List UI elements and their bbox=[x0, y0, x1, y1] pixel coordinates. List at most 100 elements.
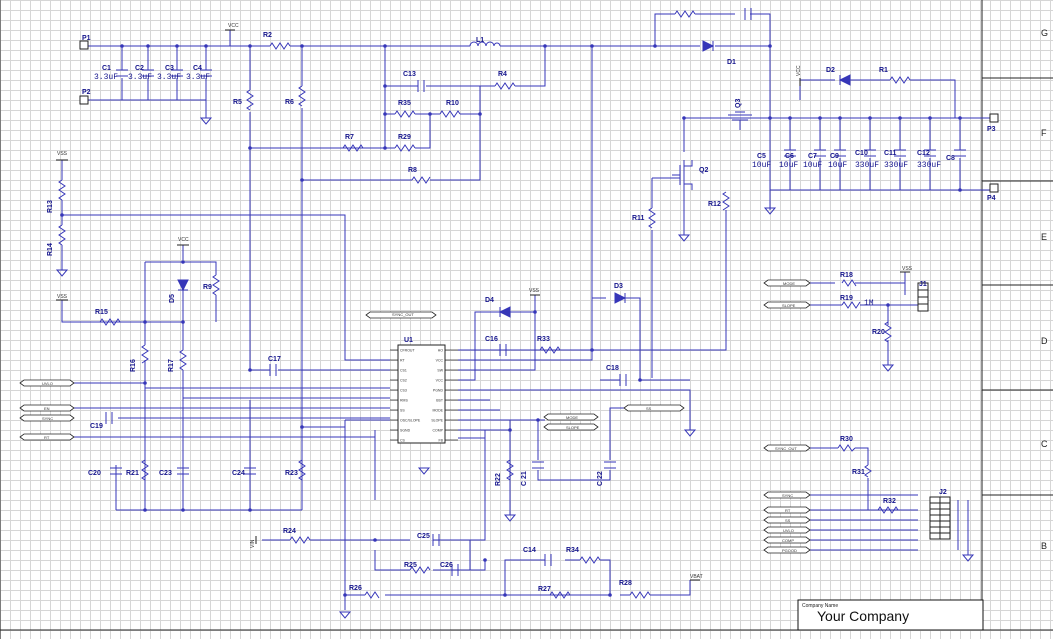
resistor-icon bbox=[364, 591, 380, 599]
diode-icon bbox=[498, 306, 511, 318]
transistor-symbols bbox=[672, 111, 752, 190]
net-label: SYNC bbox=[782, 493, 793, 498]
capacitor-icon bbox=[417, 80, 425, 92]
port-icon bbox=[79, 95, 89, 105]
resistor-label: R33 bbox=[537, 336, 550, 343]
ic-pin-name: COMP bbox=[433, 429, 444, 433]
net-flag-icon bbox=[763, 526, 811, 534]
ic-pin-name: SS bbox=[400, 409, 405, 413]
resistor-icon bbox=[889, 76, 911, 84]
net-flag-icon bbox=[763, 516, 811, 524]
resistor-label: R4 bbox=[498, 71, 507, 78]
power-label: VSS bbox=[57, 151, 68, 157]
connector-label: J2 bbox=[939, 489, 947, 496]
power-label: VSS bbox=[57, 294, 68, 300]
resistor-icon bbox=[648, 207, 656, 229]
resistor-label: R15 bbox=[95, 309, 108, 316]
cap-label: C26 bbox=[440, 562, 453, 569]
resistor-label: R35 bbox=[398, 100, 411, 107]
net-flag-icon bbox=[19, 433, 75, 441]
ic-pin-name: SLOPE bbox=[431, 419, 443, 423]
connector-pin-lines bbox=[918, 289, 950, 539]
resistor-icon bbox=[884, 321, 892, 343]
cap-label: C9 bbox=[830, 153, 839, 160]
zone-label: E bbox=[1041, 232, 1047, 242]
net-label: SYNC bbox=[42, 416, 53, 421]
resistor-label: R24 bbox=[283, 528, 296, 535]
power-labels: VSS VCC VCC VSS VSS VCC VSS VIN VBAT bbox=[57, 23, 913, 580]
net-flag-icon bbox=[763, 506, 811, 514]
ic-pin-name: FB bbox=[439, 439, 444, 443]
ground-icon bbox=[961, 554, 975, 562]
net-flag-icon bbox=[543, 423, 599, 431]
zone-label: F bbox=[1041, 128, 1047, 138]
resistor-label: R9 bbox=[203, 284, 212, 291]
capacitor-icon bbox=[834, 149, 846, 157]
cap-label: C12 bbox=[917, 150, 930, 157]
ic-pin-name: SW bbox=[437, 369, 443, 373]
net-flag-icon bbox=[365, 311, 437, 319]
ic-pin-name: SGND bbox=[400, 429, 411, 433]
net-labels: SYNC_OUT UVLO EN SYNC RT MODE SLOPE SS M… bbox=[42, 281, 797, 553]
resistor-label: R13 bbox=[47, 200, 54, 213]
diode-label: D5 bbox=[169, 294, 176, 303]
ground-icon bbox=[338, 611, 352, 619]
inductor-icon bbox=[469, 41, 501, 47]
diode-symbols bbox=[177, 40, 851, 318]
ic-pin-name: VCC bbox=[436, 359, 444, 363]
capacitor-icon bbox=[177, 467, 189, 475]
ground-icon bbox=[417, 467, 431, 475]
component-labels: P1 P2 P3 P4 C1 C2 C3 C4 3.3uF 3.3uF 3.3u… bbox=[47, 32, 996, 593]
resistor-label: R20 bbox=[872, 329, 885, 336]
power-label: VSS bbox=[529, 288, 540, 294]
resistor-icon bbox=[58, 224, 66, 246]
resistor-icon bbox=[342, 144, 364, 152]
ic-u1-body bbox=[397, 344, 446, 444]
resistor-icon bbox=[394, 110, 416, 118]
junction-dots bbox=[60, 44, 962, 597]
capacitor-icon bbox=[451, 564, 459, 576]
resistor-icon bbox=[549, 591, 571, 599]
capacitor-icon bbox=[110, 467, 122, 475]
net-flag-icon bbox=[763, 279, 811, 287]
net-label: SS bbox=[646, 406, 652, 411]
cap-label: C10 bbox=[855, 150, 868, 157]
resistor-label: R17 bbox=[168, 359, 175, 372]
net-label: RT bbox=[785, 508, 791, 513]
net-label: MODE bbox=[783, 281, 795, 286]
capacitor-icon bbox=[604, 461, 616, 469]
ground-icon bbox=[763, 207, 777, 215]
capacitor-icon bbox=[116, 69, 128, 77]
net-label: UVLO bbox=[42, 381, 53, 386]
ic-pin-name: RT bbox=[400, 359, 405, 363]
net-flag-icon bbox=[763, 536, 811, 544]
cap-label: C1 bbox=[102, 65, 111, 72]
resistor-icon bbox=[629, 591, 651, 599]
net-label: SYNC_OUT bbox=[392, 312, 414, 317]
net-label: RT bbox=[44, 435, 50, 440]
capacitor-icon bbox=[142, 69, 154, 77]
capacitor-icon bbox=[244, 467, 256, 475]
net-label: COMP bbox=[782, 538, 794, 543]
resistor-label: R32 bbox=[883, 498, 896, 505]
ic-pin-name: CFROUT bbox=[400, 349, 415, 353]
ic-label: U1 bbox=[404, 337, 413, 344]
resistor-icon bbox=[298, 459, 306, 481]
cap-value: 330uF bbox=[855, 161, 879, 170]
port-label: P3 bbox=[987, 126, 996, 133]
cap-label: C18 bbox=[606, 365, 619, 372]
resistor-icon bbox=[841, 279, 857, 287]
ground-icon bbox=[677, 234, 691, 242]
capacitor-icon bbox=[532, 461, 544, 469]
ic-pin-name: MODE bbox=[433, 409, 444, 413]
resistor-icon bbox=[722, 191, 730, 211]
ic-pin-name: HO bbox=[438, 349, 444, 353]
ground-icon bbox=[683, 429, 697, 437]
resistor-label: R23 bbox=[285, 470, 298, 477]
port-label: P2 bbox=[82, 89, 91, 96]
resistor-label: R10 bbox=[446, 100, 459, 107]
diode-label: D4 bbox=[485, 297, 494, 304]
cap-label: C6 bbox=[785, 153, 794, 160]
